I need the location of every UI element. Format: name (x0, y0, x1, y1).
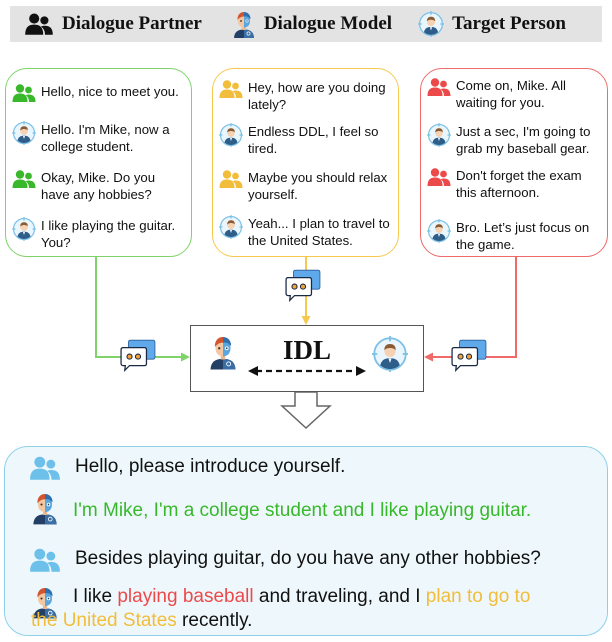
dialogue-partner-icon (29, 547, 61, 573)
red-message-2: Just a sec, I'm going to grab my basebal… (427, 123, 603, 157)
legend-target-label: Target Person (452, 13, 566, 34)
red-arrow-head (424, 352, 433, 362)
message-text: I like playing the guitar. You? (41, 218, 176, 250)
line-4-row-2: the United States recently. (31, 609, 530, 633)
target-person-icon (372, 336, 408, 372)
panel-red: Come on, Mike. All waiting for you. Just… (420, 68, 608, 257)
bidirectional-dashed-arrow (248, 366, 366, 376)
legend-partner-label: Dialogue Partner (62, 13, 202, 34)
message-text: Endless DDL, I feel so tired. (248, 124, 379, 156)
yellow-arrow-head (301, 316, 311, 325)
text-segment: I like (73, 586, 118, 607)
message-text: Okay, Mike. Do you have any hobbies? (41, 170, 156, 202)
green-message-3: Okay, Mike. Do you have any hobbies? (12, 169, 187, 203)
red-message-4: Bro. Let’s just focus on the game. (427, 219, 603, 253)
yellow-message-2: Endless DDL, I feel so tired. (219, 123, 394, 157)
message-text: Don't forget the exam this afternoon. (456, 168, 582, 200)
legend-model-label: Dialogue Model (263, 13, 393, 34)
line-4-row-1: I like playing baseball and traveling, a… (73, 585, 530, 609)
message-text: Bro. Let’s just focus on the game. (456, 220, 590, 252)
legend-bar: Dialogue Partner Dialogue Model Target P… (10, 6, 602, 42)
text-segment-yellow: the United States (31, 610, 177, 631)
green-message-2: Hello. I'm Mike, now a college student. (12, 121, 187, 155)
dialogue-model-icon (208, 334, 238, 370)
message-text: Hello. I'm Mike, now a college student. (41, 122, 170, 154)
yellow-message-3: Maybe you should relax yourself. (219, 169, 394, 203)
conversation-line-4-text: I like playing baseball and traveling, a… (31, 585, 530, 633)
green-connector-line (95, 257, 186, 358)
message-text: Just a sec, I'm going to grab my basebal… (456, 124, 591, 156)
idl-label: IDL (283, 335, 332, 365)
conversation-panel: Hello, please introduce yourself. I'm Mi… (4, 446, 608, 636)
panel-green: Hello, nice to meet you. Hello. I'm Mike… (5, 68, 192, 257)
message-text: Maybe you should relax yourself. (248, 170, 388, 202)
speech-bubbles-icon (451, 338, 487, 372)
legend-model: Dialogue Model (232, 10, 392, 38)
green-message-1: Hello, nice to meet you. (12, 83, 187, 103)
legend-partner: Dialogue Partner (24, 12, 202, 36)
yellow-message-4: Yeah... I plan to travel to the United S… (219, 215, 394, 249)
text-segment: and traveling, and I (253, 586, 426, 607)
green-message-4: I like playing the guitar. You? (12, 217, 187, 251)
red-message-3: Don't forget the exam this afternoon. (427, 167, 603, 201)
conversation-text: Hello, please introduce yourself. (75, 456, 346, 477)
text-segment-yellow: plan to go to (425, 586, 531, 607)
yellow-message-1: Hey, how are you doing lately? (219, 79, 394, 113)
green-arrow-head (181, 352, 190, 362)
conversation-text: Besides playing guitar, do you have any … (75, 548, 541, 569)
conversation-text: I'm Mike, I'm a college student and I li… (73, 500, 532, 521)
dialogue-model-icon (31, 491, 59, 525)
message-text: Come on, Mike. All waiting for you. (456, 78, 566, 110)
red-message-1: Come on, Mike. All waiting for you. (427, 77, 603, 111)
conversation-line-4: I like playing baseball and traveling, a… (31, 585, 591, 633)
speech-bubbles-icon (285, 268, 321, 302)
legend-target: Target Person (418, 11, 566, 37)
message-text: Hello, nice to meet you. (41, 84, 179, 99)
message-text: Hey, how are you doing lately? (248, 80, 386, 112)
dialogue-partner-icon (29, 455, 61, 481)
conversation-line-3: Besides playing guitar, do you have any … (29, 547, 541, 573)
speech-bubbles-icon (120, 338, 156, 372)
text-segment: recently. (176, 610, 253, 631)
conversation-line-1: Hello, please introduce yourself. (29, 455, 345, 481)
down-arrow (280, 391, 332, 430)
panel-yellow: Hey, how are you doing lately? Endless D… (212, 68, 399, 257)
text-segment-red: playing baseball (117, 586, 254, 607)
message-text: Yeah... I plan to travel to the United S… (248, 216, 390, 248)
conversation-line-2: I'm Mike, I'm a college student and I li… (31, 491, 531, 525)
